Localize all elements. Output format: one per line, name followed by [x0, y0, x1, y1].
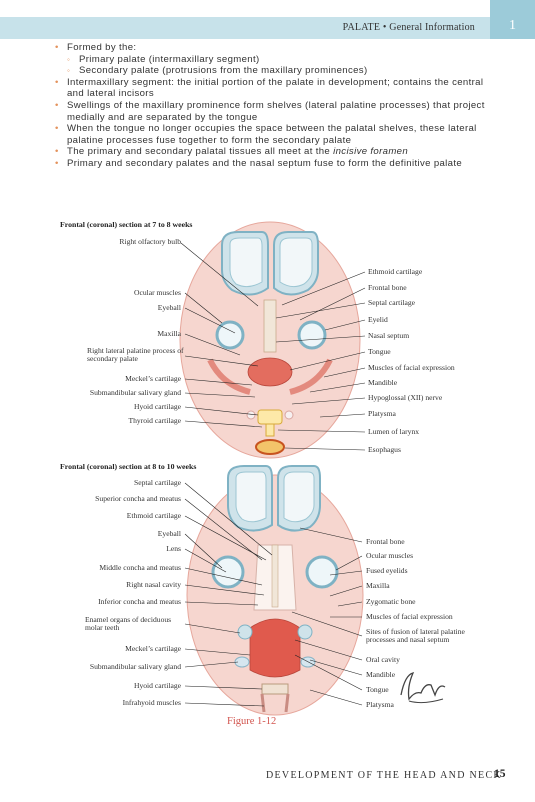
label-sites-of-fusion: Sites of fusion of lateral palatine proc… — [366, 627, 465, 645]
bullet-item: Formed by the: — [53, 42, 485, 54]
footer-section-title: DEVELOPMENT OF THE HEAD AND NECK — [266, 770, 502, 781]
label-mandible: Mandible — [366, 670, 396, 679]
label-eyelid: Eyelid — [368, 315, 388, 324]
label-septal-cartilage: Septal cartilage — [133, 478, 181, 487]
label-maxilla: Maxilla — [157, 329, 181, 338]
bottom-section-drawing — [186, 465, 364, 716]
label-submandibular-gland: Submandibular salivary gland — [89, 662, 181, 671]
label-ocular-muscles: Ocular muscles — [133, 288, 181, 297]
label-eyeball: Eyeball — [157, 303, 181, 312]
label-thyroid-cartilage: Thyroid cartilage — [128, 416, 182, 425]
label-lumen-of-larynx: Lumen of larynx — [368, 427, 420, 436]
bottom-leader-lines — [184, 482, 363, 707]
label-oral-cavity: Oral cavity — [366, 655, 400, 664]
label-ocular-muscles: Ocular muscles — [366, 551, 414, 560]
label-eyeball: Eyeball — [157, 529, 181, 538]
bullet-subitem: Secondary palate (protrusions from the m… — [53, 65, 485, 77]
label-muscles-facial-expression: Muscles of facial expression — [368, 363, 455, 372]
label-platysma: Platysma — [368, 409, 396, 418]
label-right-olfactory-bulb: Right olfactory bulb — [119, 237, 181, 246]
bullet-item: Intermaxillary segment: the initial port… — [53, 77, 485, 100]
running-title: PALATE • General Information — [342, 22, 475, 33]
label-septal-cartilage: Septal cartilage — [368, 298, 416, 307]
bullet-subitem: Primary palate (intermaxillary segment) — [53, 54, 485, 66]
label-meckels-cartilage: Meckel’s cartilage — [125, 644, 181, 653]
bullet-item: Swellings of the maxillary prominence fo… — [53, 100, 485, 123]
label-hypoglossal-nerve: Hypoglossal (XII) nerve — [368, 393, 443, 402]
label-ethmoid-cartilage: Ethmoid cartilage — [126, 511, 181, 520]
figure-number: Figure 1-12 — [227, 716, 277, 727]
header-band — [0, 17, 490, 39]
top-section-drawing — [179, 221, 361, 459]
label-esophagus: Esophagus — [368, 445, 401, 454]
artist-signature — [400, 672, 446, 704]
label-maxilla: Maxilla — [366, 581, 390, 590]
bullet-item: Primary and secondary palates and the na… — [53, 158, 485, 170]
label-superior-concha: Superior concha and meatus — [95, 494, 181, 503]
top-figure-title: Frontal (coronal) section at 7 to 8 week… — [60, 220, 193, 229]
bottom-figure-title: Frontal (coronal) section at 8 to 10 wee… — [60, 462, 197, 471]
bullet-item: The primary and secondary palatal tissue… — [53, 146, 485, 158]
label-right-nasal-cavity: Right nasal cavity — [126, 580, 181, 589]
page-number: 15 — [494, 768, 506, 780]
label-meckels-cartilage: Meckel’s cartilage — [125, 374, 181, 383]
label-fused-eyelids: Fused eyelids — [366, 566, 408, 575]
label-submandibular-gland: Submandibular salivary gland — [89, 388, 181, 397]
label-hyoid-cartilage: Hyoid cartilage — [133, 681, 181, 690]
chapter-number: 1 — [509, 18, 516, 33]
summary-bullets: Formed by the: Primary palate (intermaxi… — [53, 42, 485, 170]
label-lateral-palatine-process: Right lateral palatine process of second… — [87, 346, 184, 364]
bullet-item: When the tongue no longer occupies the s… — [53, 123, 485, 146]
label-platysma: Platysma — [366, 700, 394, 709]
label-frontal-bone: Frontal bone — [366, 537, 405, 546]
label-lens: Lens — [166, 544, 181, 553]
label-enamel-organs: Enamel organs of deciduous molar teeth — [85, 615, 172, 633]
label-tongue: Tongue — [368, 347, 391, 356]
label-hyoid-cartilage: Hyoid cartilage — [133, 402, 181, 411]
label-mandible: Mandible — [368, 378, 398, 387]
label-middle-concha: Middle concha and meatus — [99, 563, 181, 572]
label-infrahyoid-muscles: Infrahyoid muscles — [122, 698, 181, 707]
top-leader-lines — [180, 242, 366, 451]
label-ethmoid-cartilage: Ethmoid cartilage — [368, 267, 423, 276]
chapter-tab: 1 — [490, 0, 535, 39]
label-nasal-septum: Nasal septum — [368, 331, 410, 340]
label-frontal-bone: Frontal bone — [368, 283, 407, 292]
label-tongue: Tongue — [366, 685, 389, 694]
label-zygomatic-bone: Zygomatic bone — [366, 597, 416, 606]
label-muscles-facial-expression: Muscles of facial expression — [366, 612, 453, 621]
label-inferior-concha: Inferior concha and meatus — [98, 597, 181, 606]
